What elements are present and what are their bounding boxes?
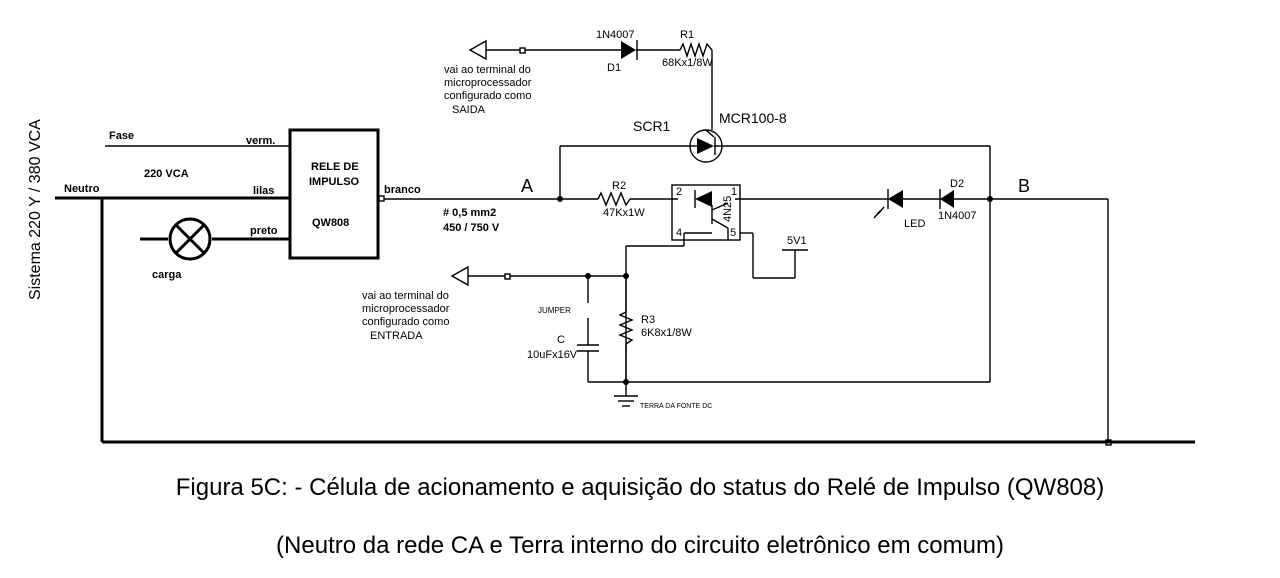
d1-label: D1 xyxy=(607,62,621,74)
node-a-label: A xyxy=(521,176,533,196)
node-b-label: B xyxy=(1018,176,1030,196)
r1-resistor xyxy=(679,41,713,59)
d1-model: 1N4007 xyxy=(596,29,635,41)
junction-b xyxy=(987,196,993,202)
lilas-label: lilas xyxy=(253,185,274,197)
wire-voltage-label: 450 / 750 V xyxy=(443,222,500,234)
c-value: 10uFx16V xyxy=(527,349,578,361)
r3-resistor xyxy=(618,311,634,345)
out-note-3: configurado como xyxy=(444,90,531,102)
circuit-schematic: Sistema 220 Y / 380 VCA Fase Neutro 220 … xyxy=(27,29,1195,446)
scr-model: MCR100-8 xyxy=(719,110,787,126)
voltage-label: 220 VCA xyxy=(144,168,189,180)
scr-thyristor xyxy=(689,129,723,163)
in-note-4: ENTRADA xyxy=(370,330,423,342)
opto-pin2: 2 xyxy=(676,186,682,198)
mains-wiring xyxy=(55,145,1195,444)
figure-caption: Figura 5C: - Célula de acionamento e aqu… xyxy=(175,474,1105,501)
c-label: C xyxy=(557,334,565,346)
out-note-2: microprocessador xyxy=(444,77,532,89)
r2-resistor xyxy=(597,191,631,207)
r2-value: 47Kx1W xyxy=(603,207,645,219)
vcc-label: 5V1 xyxy=(787,235,807,247)
relay-model: QW808 xyxy=(312,217,349,229)
input-arrow xyxy=(450,265,469,287)
preto-label: preto xyxy=(250,225,278,237)
fase-label: Fase xyxy=(109,130,134,142)
branco-label: branco xyxy=(384,184,421,196)
relay-box xyxy=(288,128,380,260)
d2-label: D2 xyxy=(950,178,964,190)
optocoupler-4n25 xyxy=(671,184,741,246)
junction-a xyxy=(557,196,563,202)
opto-pin4: 4 xyxy=(676,227,682,239)
ground-symbol xyxy=(614,395,638,407)
r3-value: 6K8x1/8W xyxy=(641,327,692,339)
d2-model: 1N4007 xyxy=(938,210,977,222)
neutro-label: Neutro xyxy=(64,183,100,195)
control-line xyxy=(384,145,1112,446)
carga-label: carga xyxy=(152,269,182,281)
wire-gauge-label: # 0,5 mm2 xyxy=(443,207,496,219)
led-label: LED xyxy=(904,218,925,230)
system-label: Sistema 220 Y / 380 VCA xyxy=(27,119,44,300)
opto-pin5: 5 xyxy=(730,227,736,239)
verm-label: verm. xyxy=(246,135,275,147)
load-lamp-symbol xyxy=(168,217,212,261)
out-note-1: vai ao terminal do xyxy=(444,64,531,76)
scr-label: SCR1 xyxy=(633,118,671,134)
r3-label: R3 xyxy=(641,314,655,326)
diode-d1 xyxy=(621,40,638,60)
out-note-4: SAIDA xyxy=(452,104,486,116)
r1-value: 68Kx1/8W xyxy=(662,57,713,69)
jumper-label: JUMPER xyxy=(538,306,571,315)
relay-label-1: RELE DE xyxy=(311,161,359,173)
status-led xyxy=(873,189,903,219)
opto-pin1: 1 xyxy=(731,186,737,198)
in-note-2: microprocessador xyxy=(362,303,450,315)
relay-label-2: IMPULSO xyxy=(309,176,360,188)
r2-label: R2 xyxy=(612,180,626,192)
r1-label: R1 xyxy=(680,29,694,41)
output-arrow xyxy=(468,39,487,61)
opto-model: 4N25 xyxy=(722,196,734,222)
in-note-3: configurado como xyxy=(362,316,449,328)
diode-d2 xyxy=(939,189,954,209)
relay-terminal xyxy=(378,195,385,202)
figure-subcaption: (Neutro da rede CA e Terra interno do ci… xyxy=(276,532,1004,559)
ground-label: TERRA DA FONTE DC xyxy=(640,403,712,410)
in-note-1: vai ao terminal do xyxy=(362,290,449,302)
